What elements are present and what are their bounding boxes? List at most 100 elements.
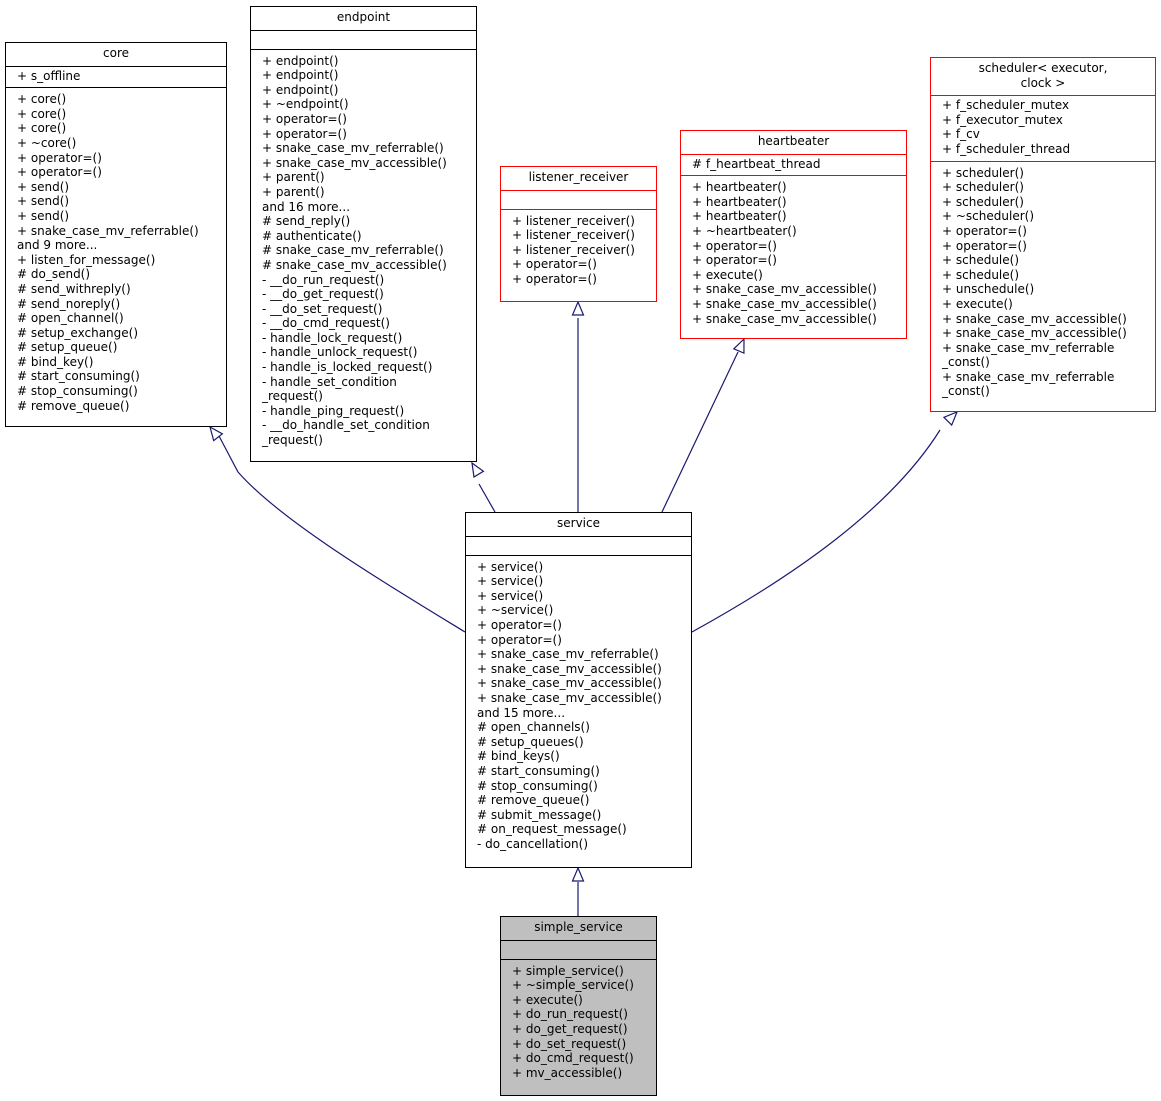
- method-row: # send_withreply(): [17, 281, 131, 296]
- method-row: + operator=(): [477, 632, 562, 647]
- methods-compartment: + endpoint()+ endpoint()+ endpoint()+ ~e…: [251, 50, 476, 450]
- method-row: # start_consuming(): [17, 369, 140, 384]
- method-row: + mv_accessible(): [512, 1065, 623, 1080]
- method-row: + operator=(): [262, 126, 347, 141]
- method-row: + snake_case_mv_referrable: [942, 369, 1115, 384]
- methods-compartment: + service()+ service()+ service()+ ~serv…: [466, 556, 691, 854]
- inheritance-arrowhead: [732, 337, 745, 355]
- method-row: - do_cancellation(): [477, 836, 589, 851]
- method-row: + operator=(): [512, 257, 597, 272]
- method-row: + ~scheduler(): [942, 209, 1034, 224]
- methods-compartment: + listener_receiver()+ listener_receiver…: [501, 210, 656, 289]
- method-row: # send_noreply(): [17, 296, 121, 311]
- method-row: + do_run_request(): [512, 1007, 628, 1022]
- method-row: + operator=(): [477, 617, 562, 632]
- inheritance-arrowhead: [571, 300, 585, 316]
- method-row: # setup_queues(): [477, 734, 584, 749]
- method-row: + endpoint(): [262, 68, 339, 83]
- attribute-row: + f_scheduler_thread: [942, 141, 1071, 156]
- method-row: + operator=(): [262, 111, 347, 126]
- class-core: core+ s_offline+ core()+ core()+ core()+…: [5, 42, 227, 427]
- attributes-compartment: [251, 31, 476, 50]
- class-name: service: [466, 513, 691, 537]
- method-row: + schedule(): [942, 253, 1020, 268]
- method-row: + do_get_request(): [512, 1021, 628, 1036]
- method-row: # send_reply(): [262, 214, 351, 229]
- method-row: + operator=(): [512, 271, 597, 286]
- method-row: + snake_case_mv_accessible(): [477, 676, 662, 691]
- method-row: # snake_case_mv_accessible(): [262, 257, 447, 272]
- methods-compartment: + heartbeater()+ heartbeater()+ heartbea…: [681, 176, 906, 328]
- class-name: simple_service: [501, 917, 656, 941]
- method-row: + heartbeater(): [692, 194, 787, 209]
- methods-compartment: + core()+ core()+ core()+ ~core()+ opera…: [6, 88, 226, 415]
- method-row: and 16 more...: [262, 199, 351, 214]
- method-row: - handle_set_condition: [262, 374, 397, 389]
- class-endpoint: endpoint + endpoint()+ endpoint()+ endpoi…: [250, 6, 477, 462]
- method-row: + send(): [17, 179, 70, 194]
- method-row: # bind_keys(): [477, 749, 560, 764]
- method-row: + parent(): [262, 170, 325, 185]
- method-row: _request(): [262, 389, 323, 404]
- method-row: - handle_unlock_request(): [262, 345, 418, 360]
- method-row: + snake_case_mv_referrable: [942, 340, 1115, 355]
- inheritance-service-heartbeater: [661, 337, 745, 513]
- method-row: + core(): [17, 92, 67, 107]
- method-row: - handle_lock_request(): [262, 330, 403, 345]
- method-row: + simple_service(): [512, 963, 624, 978]
- attributes-compartment: [466, 537, 691, 556]
- method-row: + operator=(): [692, 253, 777, 268]
- method-row: + snake_case_mv_accessible(): [692, 311, 877, 326]
- method-row: + schedule(): [942, 267, 1020, 282]
- method-row: + parent(): [262, 184, 325, 199]
- method-row: + snake_case_mv_accessible(): [477, 661, 662, 676]
- method-row: + service(): [477, 559, 544, 574]
- class-name: scheduler< executor, clock >: [931, 58, 1155, 97]
- inheritance-service-endpoint: [471, 461, 496, 513]
- method-row: # authenticate(): [262, 228, 362, 243]
- attributes-compartment: [501, 191, 656, 210]
- method-row: + ~heartbeater(): [692, 223, 797, 238]
- method-row: + service(): [477, 574, 544, 589]
- method-row: - __do_set_request(): [262, 301, 383, 316]
- inheritance-line: [661, 351, 739, 513]
- inheritance-simple_service-service: [571, 866, 585, 916]
- method-row: # remove_queue(): [17, 398, 130, 413]
- method-row: + operator=(): [17, 150, 102, 165]
- method-row: + snake_case_mv_accessible(): [692, 296, 877, 311]
- inheritance-line: [691, 429, 941, 633]
- method-row: + ~endpoint(): [262, 97, 349, 112]
- method-row: + listener_receiver(): [512, 242, 635, 257]
- inheritance-line: [478, 483, 496, 513]
- method-row: # do_send(): [17, 267, 91, 282]
- method-row: + core(): [17, 121, 67, 136]
- inheritance-service-core: [209, 425, 466, 633]
- method-row: + scheduler(): [942, 180, 1024, 195]
- method-row: + ~service(): [477, 603, 554, 618]
- method-row: - __do_run_request(): [262, 272, 385, 287]
- method-row: + operator=(): [17, 165, 102, 180]
- method-row: # open_channel(): [17, 311, 124, 326]
- class-scheduler: scheduler< executor, clock >+ f_schedule…: [930, 57, 1156, 412]
- attributes-compartment: # f_heartbeat_thread: [681, 155, 906, 177]
- method-row: - handle_is_locked_request(): [262, 360, 433, 375]
- method-row: + execute(): [692, 267, 763, 282]
- method-row: + heartbeater(): [692, 180, 787, 195]
- inheritance-service-listener_receiver: [571, 300, 585, 512]
- method-row: _const(): [942, 384, 990, 399]
- method-row: + endpoint(): [262, 53, 339, 68]
- method-row: _const(): [942, 355, 990, 370]
- method-row: + execute(): [942, 296, 1013, 311]
- method-row: # start_consuming(): [477, 763, 600, 778]
- class-name: endpoint: [251, 7, 476, 31]
- inheritance-arrowhead: [471, 461, 485, 478]
- method-row: + send(): [17, 194, 70, 209]
- attributes-compartment: + f_scheduler_mutex+ f_executor_mutex+ f…: [931, 96, 1155, 162]
- method-row: # stop_consuming(): [477, 778, 598, 793]
- method-row: + listener_receiver(): [512, 228, 635, 243]
- method-row: # setup_exchange(): [17, 325, 139, 340]
- method-row: # stop_consuming(): [17, 384, 138, 399]
- method-row: + snake_case_mv_accessible(): [692, 282, 877, 297]
- method-row: and 15 more...: [477, 705, 566, 720]
